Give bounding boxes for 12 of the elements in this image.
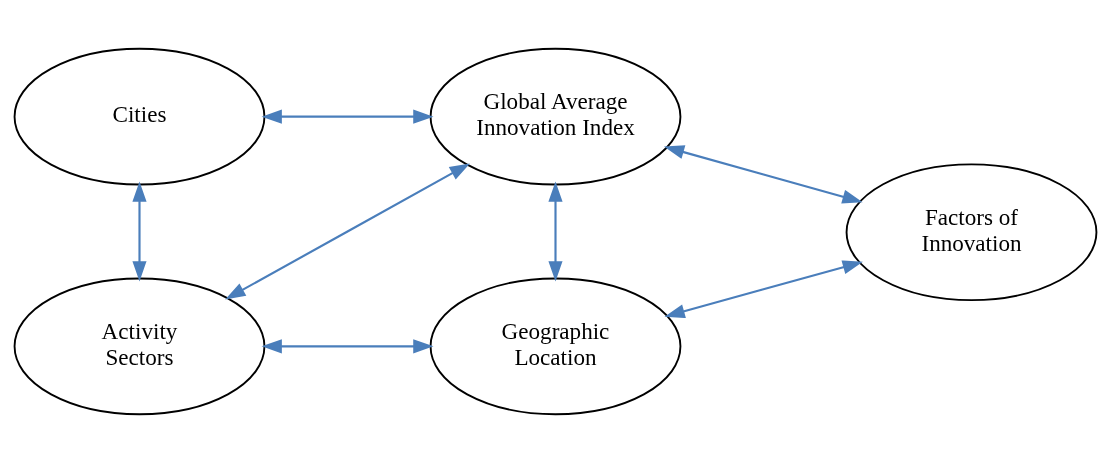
- node-ellipse: Cities: [13, 47, 266, 185]
- arrow: [664, 259, 863, 318]
- arrow: [548, 181, 563, 281]
- node-ellipse: Geographic Location: [429, 277, 682, 415]
- arrow: [261, 109, 434, 124]
- arrow: [132, 181, 147, 281]
- node-ellipse: Global Average Innovation Index: [429, 47, 682, 185]
- arrow: [225, 162, 470, 299]
- arrow: [261, 338, 434, 353]
- node-ellipse: Activity Sectors: [13, 277, 266, 415]
- node-ellipse: Factors of Innovation: [845, 162, 1098, 301]
- arrow: [663, 144, 863, 204]
